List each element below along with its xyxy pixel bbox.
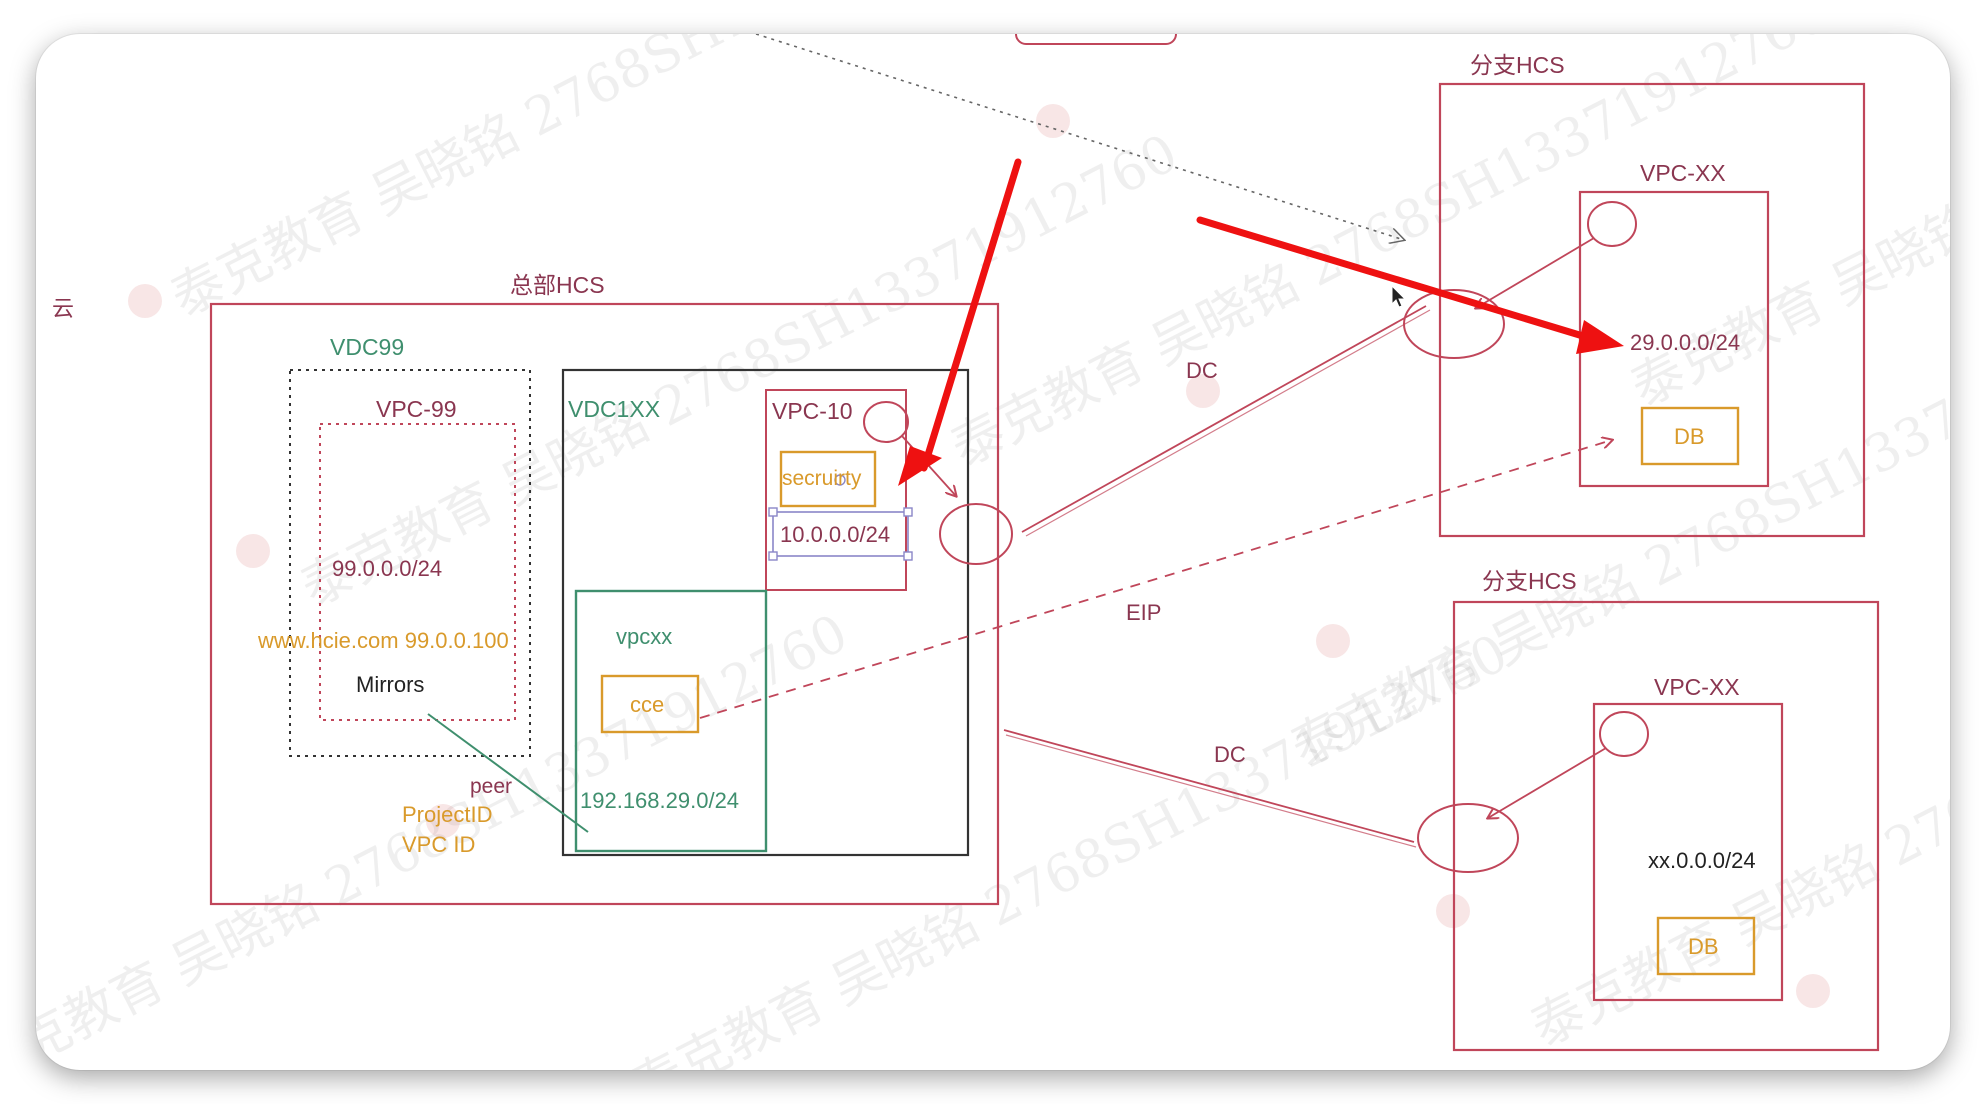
mouse-cursor-icon (1391, 284, 1407, 308)
vdc99-label: VDC99 (330, 334, 405, 360)
vpcxx-cidr: 192.168.29.0/24 (580, 788, 740, 813)
vpc10-cidr: 10.0.0.0/24 (780, 522, 891, 547)
branch2-connector-arrow (1488, 747, 1607, 818)
watermark-logo-icon (1186, 374, 1220, 408)
branch2-db-label: DB (1688, 934, 1719, 959)
vdc99-box (289, 369, 531, 757)
vdc99-mirrors: Mirrors (356, 672, 425, 697)
vpc99-label: VPC-99 (376, 396, 457, 422)
selection-handle[interactable] (768, 507, 778, 517)
security-label: secruirty (782, 467, 862, 490)
dc-link-bottom (1003, 729, 1415, 843)
branch2-router-circle (1599, 711, 1649, 757)
watermark-logo-icon (1036, 104, 1070, 138)
side-label: 云 (52, 296, 75, 321)
vdc99-cidr: 99.0.0.0/24 (332, 556, 443, 581)
vpcxx-label: vpcxx (616, 624, 673, 649)
vpc10-box (765, 389, 907, 591)
red-annotation-arrow-left (898, 158, 1022, 486)
vdc1xx-label: VDC1XX (568, 396, 661, 422)
dotted-arrow (755, 34, 1404, 240)
vdc1xx-box (561, 368, 970, 857)
peer-label: peer (470, 775, 513, 798)
branch2-gateway-circle (1417, 803, 1519, 873)
rotate-handle[interactable] (834, 474, 846, 486)
branch1-gateway-circle (1403, 289, 1505, 359)
selection-handle[interactable] (903, 507, 913, 517)
branch2-hcs-title: 分支HCS (1482, 568, 1577, 594)
watermark-logo-icon (128, 284, 162, 318)
branch1-db-box (1640, 406, 1740, 466)
diagram-shapes (209, 34, 1880, 1052)
branch2-vpc-label: VPC-XX (1654, 674, 1740, 700)
branch1-hcs-title: 分支HCS (1470, 52, 1565, 78)
vpcxx-box (574, 589, 768, 853)
branch1-db-label: DB (1674, 424, 1705, 449)
branch1-cidr: 29.0.0.0/24 (1630, 330, 1741, 355)
dc-top-label: DC (1186, 358, 1218, 383)
hq-gateway-circle (939, 503, 1013, 565)
vpc10-router-circle (863, 401, 909, 443)
branch1-hcs-box (1438, 82, 1866, 538)
dc-bottom-label: DC (1214, 742, 1246, 767)
watermark-logo-icon (236, 534, 270, 568)
branch2-hcs-box (1452, 600, 1880, 1052)
branch2-cidr: xx.0.0.0/24 (1648, 848, 1756, 873)
eip-label: EIP (1126, 600, 1162, 625)
branch1-connector-arrow (1476, 237, 1595, 308)
branch2-vpc-box (1592, 702, 1784, 1002)
selection-handle[interactable] (768, 551, 778, 561)
vpc-id-label: VPC ID (402, 832, 476, 857)
cce-box (600, 674, 700, 734)
vpc99-box (319, 423, 516, 721)
watermark-logo-icon (1316, 624, 1350, 658)
top-stub-box (1015, 34, 1177, 45)
dc-link-top (1021, 305, 1427, 533)
cce-label: cce (630, 692, 665, 717)
vdc99-service: www.hcie.com 99.0.0.100 (258, 628, 509, 653)
watermark-logo-icon (426, 804, 460, 838)
branch1-router-circle (1587, 201, 1637, 247)
cidr-selection-frame (772, 511, 909, 557)
red-annotation-arrow-right (1196, 216, 1624, 354)
watermark-logo-icon (1796, 974, 1830, 1008)
branch1-vpc-label: VPC-XX (1640, 160, 1726, 186)
selection-handle[interactable] (903, 551, 913, 561)
peer-link (427, 713, 589, 833)
hq-hcs-title: 总部HCS (510, 272, 605, 298)
branch2-db-box (1656, 916, 1756, 976)
vpc10-label: VPC-10 (772, 398, 853, 424)
hq-hcs-box (209, 302, 1000, 906)
eip-link (699, 440, 1612, 719)
security-box (779, 450, 877, 508)
diagram-canvas: 泰克教育 吴晓铭 2768SH13371912760 泰克教育 吴晓铭 2768… (36, 34, 1950, 1070)
project-id-label: ProjectID (402, 802, 493, 827)
